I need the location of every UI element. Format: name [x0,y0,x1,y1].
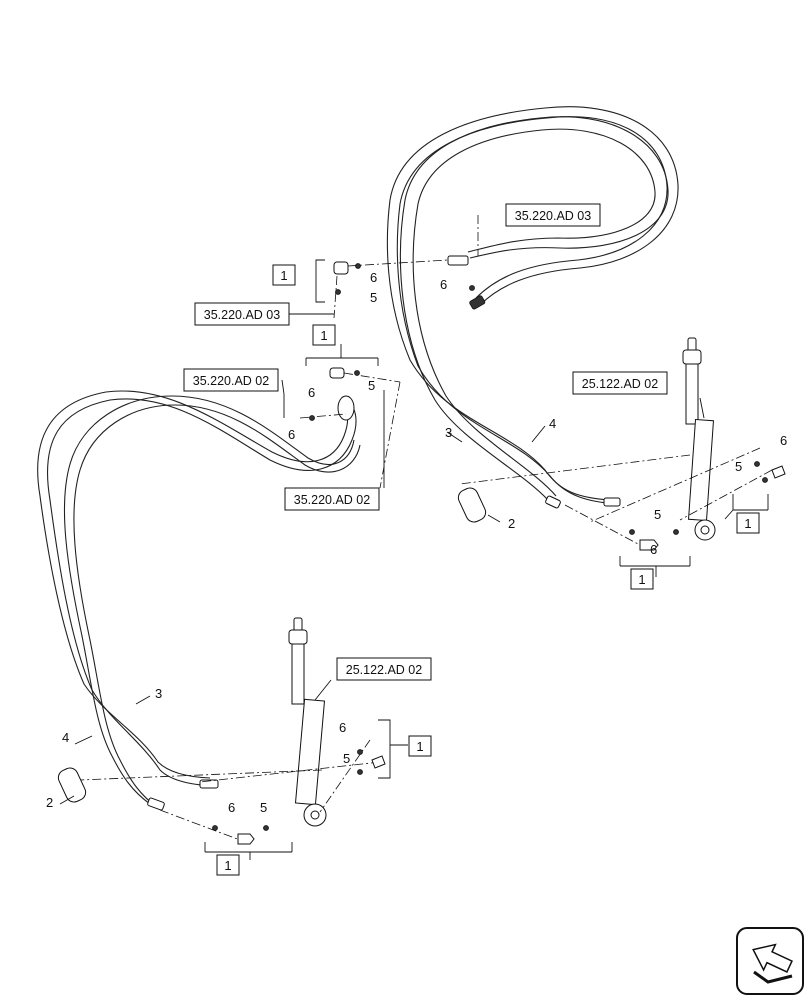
left-fitting-side [371,755,386,769]
elbow-fitting-middle [329,367,345,379]
callout-ref-upper-02-a[interactable]: 35.220.AD 02 [183,368,279,392]
item-label-6: 6 [308,385,315,400]
item-label-3: 3 [155,686,162,701]
left-hose-end-a [199,779,219,789]
item-label-2: 2 [508,516,515,531]
item-label-4: 4 [62,730,69,745]
svg-text:35.220.AD 03: 35.220.AD 03 [204,308,280,322]
left-hose-end-b [147,797,165,811]
callout-ref-upper-02-b[interactable]: 35.220.AD 02 [284,487,380,511]
item-label-5: 5 [735,459,742,474]
left-cylinder [79,617,386,845]
item-numbers: 6 5 6 6 5 6 3 4 2 6 5 5 6 3 4 6 5 2 6 5 [46,270,787,815]
item-label-5: 5 [260,800,267,815]
item-label-6: 6 [228,800,235,815]
svg-text:25.122.AD 02: 25.122.AD 02 [582,377,658,391]
right-hose-pair [386,106,679,509]
svg-text:25.122.AD 02: 25.122.AD 02 [346,663,422,677]
item-label-5: 5 [654,507,661,522]
brackets [204,259,769,853]
item-box-1-upper-left[interactable]: 1 [272,264,296,286]
right-fitting-side [771,465,786,479]
item-label-5: 5 [343,751,350,766]
svg-text:1: 1 [280,268,287,283]
item-label-3: 3 [445,425,452,440]
item-label-6: 6 [370,270,377,285]
left-fitting-bottom [237,833,255,845]
next-page-arrow-icon[interactable] [736,927,804,995]
right-fitting-bottom [639,539,659,551]
elbow-fitting-upper [333,261,349,275]
svg-text:1: 1 [320,328,327,343]
upper-fittings [299,215,479,489]
item-label-6: 6 [339,720,346,735]
hose-end-lower-b [603,497,621,507]
item-box-1-left-bottom[interactable]: 1 [216,854,240,876]
hose-end-lower-a [545,495,561,509]
item-label-5: 5 [370,290,377,305]
item-box-1-right-side[interactable]: 1 [736,512,760,534]
left-hose-pair [37,390,361,811]
svg-text:1: 1 [744,516,751,531]
protective-sleeve-left [57,767,87,803]
item-label-6: 6 [650,542,657,557]
svg-text:1: 1 [416,739,423,754]
protective-sleeve-right [457,487,487,523]
hose-fitting-upper [447,255,469,266]
svg-text:35.220.AD 03: 35.220.AD 03 [515,209,591,223]
item-box-1-right-bottom[interactable]: 1 [630,568,654,590]
callout-ref-right-cylinder[interactable]: 25.122.AD 02 [572,371,668,395]
svg-text:1: 1 [224,858,231,873]
hose-fitting-elbow [469,295,486,310]
svg-text:35.220.AD 02: 35.220.AD 02 [294,493,370,507]
item-label-6: 6 [288,427,295,442]
item-label-6: 6 [440,277,447,292]
item-label-2: 2 [46,795,53,810]
item-label-4: 4 [549,416,556,431]
callout-ref-upper-03-b[interactable]: 35.220.AD 03 [194,302,290,326]
item-box-1-upper-center[interactable]: 1 [312,324,336,346]
right-cylinder [459,337,786,551]
leader-lines [59,313,734,860]
item-label-6: 6 [780,433,787,448]
callout-ref-upper-03-a[interactable]: 35.220.AD 03 [505,203,601,227]
callout-ref-left-cylinder[interactable]: 25.122.AD 02 [336,657,432,681]
left-hose-upper-fitting [337,395,355,421]
item-box-1-left-side[interactable]: 1 [408,735,432,757]
item-label-5: 5 [368,378,375,393]
svg-text:35.220.AD 02: 35.220.AD 02 [193,374,269,388]
svg-text:1: 1 [638,572,645,587]
